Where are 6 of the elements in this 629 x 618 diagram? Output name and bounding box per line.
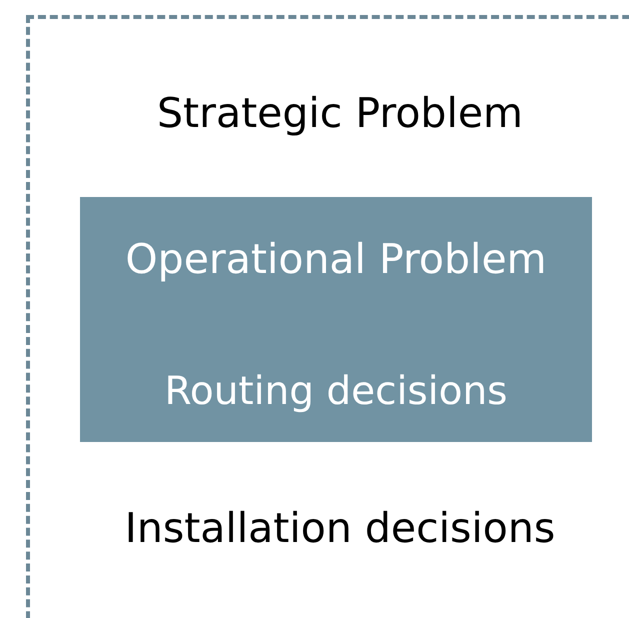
frame-title: Strategic Problem xyxy=(157,88,523,140)
box-note: Routing decisions xyxy=(164,368,508,416)
process-box xyxy=(80,197,592,442)
frame-note: Installation decisions xyxy=(124,503,556,554)
dashed-frame xyxy=(26,15,629,618)
box-title: Operational Problem xyxy=(125,234,547,286)
